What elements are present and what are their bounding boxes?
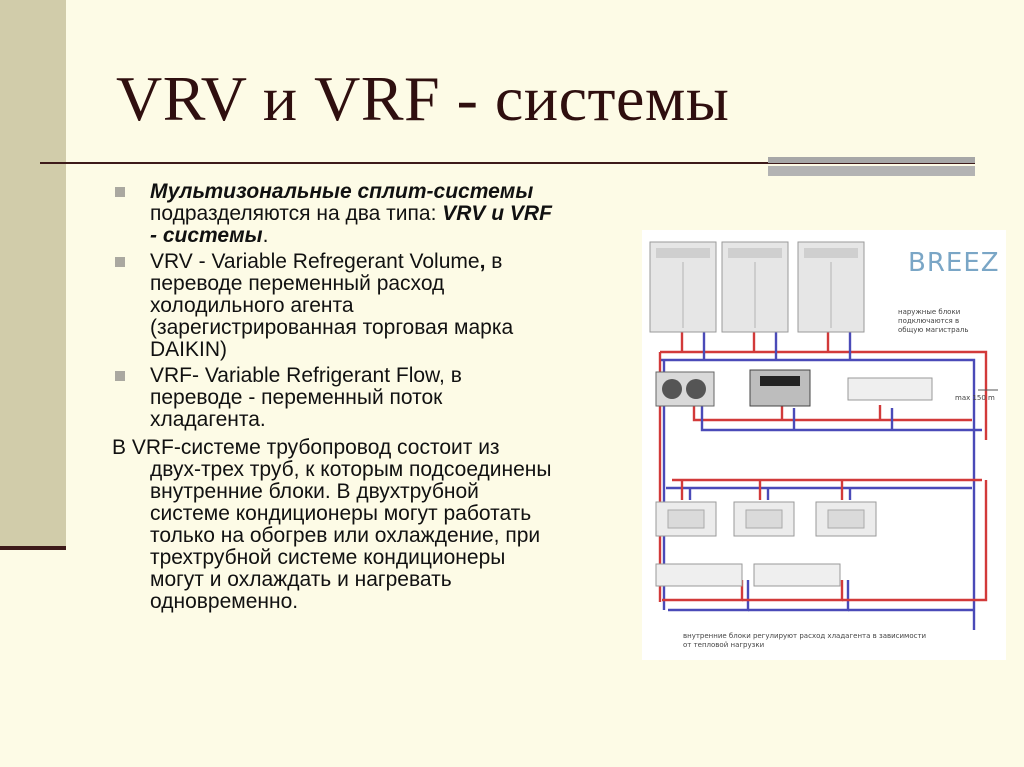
bullet-line: (зарегистрированная торговая марка [150,317,652,339]
bullet-line: холодильного агента [150,295,652,317]
text-run: в [485,250,503,273]
bullet-marker [115,257,125,267]
ceiling-box-unit [749,369,811,407]
paragraph-line: только на обогрев или охлаждение, при [150,524,541,547]
bullet-marker [115,187,125,197]
brand-logo: BREEZ [908,248,1000,278]
bullet-line: VRV - Variable Refregerant Volume, в [150,251,652,273]
outdoor-units-note: наружные блоки подключаются в общую маги… [898,308,969,334]
paragraph-line: двух-трех труб, к которым подсоединены [150,458,552,481]
cassette-panel-1 [667,509,705,529]
ducted-unit-fan-2 [686,379,706,399]
text-run: холодильного агента [150,294,354,317]
text-run: VRF- Variable Refrigerant Flow, в [150,364,462,387]
paragraph-line: трехтрубной системе кондиционеры [150,546,506,569]
bullet-line: хладагента. [150,409,652,431]
vrf-diagram-svg [649,241,998,630]
paragraph-line: В VRF-системе трубопровод состоит из [112,436,500,459]
title-divider-accent-2 [768,166,975,176]
paragraph-line: системе кондиционеры могут работать [150,502,532,525]
bullet-line: переводе переменный расход [150,273,652,295]
title-divider [40,162,975,164]
indoor-row1-supply [692,405,972,422]
bullet-line: переводе - переменный поток [150,387,652,409]
bullet-marker [115,371,125,381]
bullet-line: подразделяются на два типа: VRV и VRF [150,203,652,225]
text-run: хладагента. [150,408,266,431]
text-run: DAIKIN) [150,338,228,361]
cassette-panel-3 [827,509,865,529]
ducted-unit-fan-1 [662,379,682,399]
outdoor-unit-fan-grille-1 [656,248,710,258]
wall-indoor-unit-2 [655,563,743,587]
indoor-units-note: внутренние блоки регулируют расход хлада… [683,632,927,649]
bullet-line: Мультизональные сплит-системы [150,181,652,203]
max-distance-label: max 150 m [955,394,995,402]
paragraph-line: могут и охлаждать и нагревать [150,568,452,591]
paragraph-line: одновременно. [150,590,299,613]
paragraph-line: внутренние блоки. В двухтрубной [150,480,479,503]
outdoor-unit-fan-grille-2 [728,248,782,258]
text-run: . [262,224,269,247]
text-run: подразделяются на два типа: [150,202,443,225]
bullet-line: - системы. [150,225,652,247]
text-run: переводе переменный расход [150,272,445,295]
text-run: VRV - Variable Refregerant Volume [150,250,480,273]
supply-main-pipe [660,350,988,440]
text-run: - системы [150,224,263,247]
indoor-row1-return [700,405,982,432]
wall-indoor-unit-3 [753,563,841,587]
slide-title: VRV и VRF - системы [116,63,730,134]
text-run: Мультизональные сплит-системы [150,180,534,203]
return-main-pipe [660,358,976,630]
vrf-system-diagram [642,230,1006,660]
indoor-row3-supply-c [842,480,988,602]
text-run: VRV и VRF [442,202,552,225]
bullet-line: DAIKIN) [150,339,652,361]
side-bar-rule [0,546,66,550]
title-divider-accent [768,157,975,163]
bullet-line: VRF- Variable Refrigerant Flow, в [150,365,652,387]
outdoor-unit-fan-grille-3 [804,248,858,258]
text-run: , [479,250,486,273]
text-run: (зарегистрированная торговая марка [150,316,514,339]
cassette-panel-2 [745,509,783,529]
ceiling-box-grille [760,376,800,386]
text-run: переводе - переменный поток [150,386,443,409]
decorative-side-bar [0,0,66,548]
wall-indoor-unit-1 [847,377,933,401]
